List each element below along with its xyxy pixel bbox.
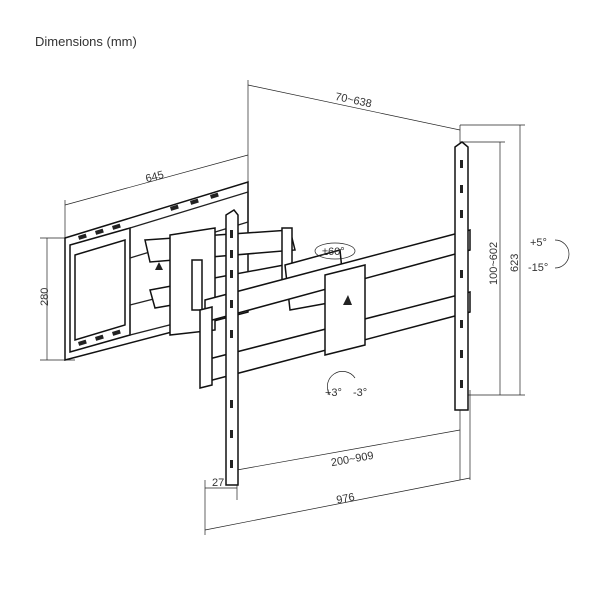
dim-level-minus: -3° bbox=[353, 387, 367, 399]
dim-swivel: ±60° bbox=[322, 246, 345, 258]
dim-tilt-down: -15° bbox=[528, 262, 548, 274]
dim-tilt-up: +5° bbox=[530, 237, 547, 249]
dim-level-plus: +3° bbox=[325, 387, 342, 399]
dim-wall-plate-width: 645 bbox=[144, 169, 165, 185]
dim-overall-height: 623 bbox=[509, 254, 521, 272]
dim-overall-width: 976 bbox=[335, 491, 355, 506]
dimension-lines bbox=[46, 84, 521, 531]
dim-rail-offset: 27 bbox=[212, 477, 224, 489]
dim-vesa-horizontal: 200~909 bbox=[330, 450, 375, 469]
rotation-indicators bbox=[314, 239, 570, 396]
dim-wall-plate-height: 280 bbox=[39, 288, 51, 306]
diagram-title: Dimensions (mm) bbox=[35, 34, 137, 49]
wall-plate bbox=[64, 180, 249, 361]
tv-bracket bbox=[155, 229, 471, 389]
vertical-rails bbox=[225, 141, 469, 486]
dim-vesa-vertical: 100~602 bbox=[488, 242, 500, 285]
